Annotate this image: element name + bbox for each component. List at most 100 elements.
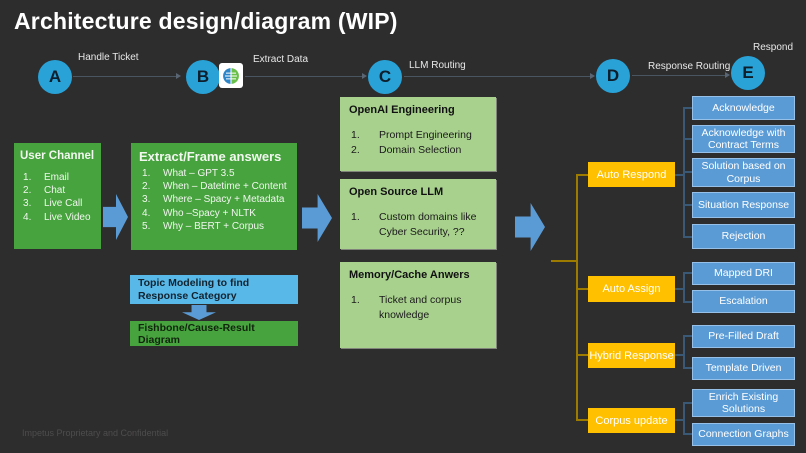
flow-node-d: D <box>596 59 630 93</box>
arrowhead-icon <box>362 73 367 79</box>
output-bracket-line <box>683 402 685 435</box>
flow-node-c-letter: C <box>378 67 392 86</box>
output-box-prefilled-draft: Pre-Filled Draft <box>692 325 795 348</box>
fishbone-box: Fishbone/Cause-Result Diagram <box>130 321 298 346</box>
output-label: Acknowledge <box>712 101 775 114</box>
hybrid-response-box: Hybrid Response <box>588 343 675 368</box>
memory-cache-item: Ticket and corpus knowledge <box>351 293 462 322</box>
flow-node-e: E <box>731 56 765 90</box>
arrow-right-icon <box>302 194 332 242</box>
openai-engineering-item: Domain Selection <box>351 143 462 158</box>
flow-node-b-letter: B <box>196 67 210 86</box>
output-label: Pre-Filled Draft <box>708 330 779 343</box>
output-box-acknowledge: Acknowledge <box>692 96 795 120</box>
output-box-escalation: Escalation <box>692 290 795 313</box>
nlp-brain-icon <box>219 63 243 88</box>
flow-connector-c-d <box>404 76 592 77</box>
flow-node-a: A <box>38 60 72 94</box>
memory-cache-title: Memory/Cache Anwers <box>349 269 470 281</box>
extract-frame-item: What – GPT 3.5 <box>142 167 235 180</box>
output-label: Acknowledge with Contract Terms <box>701 126 786 151</box>
extract-frame-item: When – Datetime + Content <box>142 180 287 193</box>
output-bracket-line <box>675 174 684 176</box>
user-channel-item: Chat <box>23 184 66 197</box>
open-source-llm-item: Custom domains like Cyber Security, ?? <box>351 210 477 239</box>
flow-connector-d-e <box>632 75 727 76</box>
output-bracket-line <box>683 272 685 303</box>
flow-connector-b-c <box>245 76 364 77</box>
output-bracket-line <box>683 272 692 274</box>
confidentiality-footer: Impetus Proprietary and Confidential <box>22 428 169 438</box>
output-label: Connection Graphs <box>698 428 789 441</box>
output-bracket-line <box>683 367 692 369</box>
output-box-solution-corpus: Solution based on Corpus <box>692 158 795 187</box>
openai-engineering-title: OpenAI Engineering <box>349 104 455 116</box>
output-box-template-driven: Template Driven <box>692 357 795 380</box>
output-label: Mapped DRI <box>714 267 773 280</box>
user-channel-item: Live Video <box>23 211 91 224</box>
arrow-down-icon <box>182 305 216 320</box>
flow-node-e-letter: E <box>742 63 754 82</box>
user-channel-box: User Channel Email Chat Live Call Live V… <box>14 143 101 249</box>
output-box-mapped-dri: Mapped DRI <box>692 262 795 285</box>
arrow-right-icon <box>103 194 128 240</box>
flow-label-respond: Respond <box>753 42 794 53</box>
auto-assign-label: Auto Assign <box>602 283 661 295</box>
routing-tree-feeder-line <box>551 260 578 262</box>
corpus-update-box: Corpus update <box>588 408 675 433</box>
output-bracket-line <box>683 171 692 173</box>
routing-tree-trunk-line <box>576 174 578 421</box>
user-channel-item: Live Call <box>23 197 83 210</box>
output-label: Enrich Existing Solutions <box>708 390 779 415</box>
open-source-llm-title: Open Source LLM <box>349 186 444 198</box>
openai-engineering-box: OpenAI Engineering Prompt Engineering Do… <box>340 97 496 171</box>
output-bracket-line <box>683 301 692 303</box>
arrow-right-icon <box>515 203 545 251</box>
output-bracket-line <box>683 433 692 435</box>
arrowhead-icon <box>590 73 595 79</box>
output-label: Situation Response <box>697 198 790 211</box>
output-box-connection-graphs: Connection Graphs <box>692 423 795 446</box>
hybrid-response-label: Hybrid Response <box>589 349 674 362</box>
arrowhead-icon <box>176 73 181 79</box>
extract-frame-item: Why – BERT + Corpus <box>142 220 265 233</box>
routing-tree-branch-line <box>576 419 588 421</box>
routing-tree-branch-line <box>576 288 588 290</box>
flow-label-llm-routing: LLM Routing <box>409 60 466 71</box>
output-bracket-line <box>683 335 692 337</box>
topic-modeling-box: Topic Modeling to find Response Category <box>130 275 298 304</box>
auto-assign-box: Auto Assign <box>588 276 675 302</box>
output-label: Rejection <box>721 230 766 243</box>
output-box-rejection: Rejection <box>692 224 795 249</box>
output-box-situation-response: Situation Response <box>692 192 795 218</box>
output-label: Solution based on Corpus <box>701 160 786 185</box>
topic-modeling-label: Topic Modeling to find Response Category <box>138 276 250 302</box>
output-bracket-line <box>683 204 692 206</box>
memory-cache-box: Memory/Cache Anwers Ticket and corpus kn… <box>340 262 496 348</box>
output-box-acknowledge-contract: Acknowledge with Contract Terms <box>692 125 795 153</box>
flow-connector-a-b <box>73 76 177 77</box>
output-bracket-line <box>675 354 684 356</box>
user-channel-title: User Channel <box>20 150 95 162</box>
flow-label-handle-ticket: Handle Ticket <box>78 52 139 63</box>
corpus-update-label: Corpus update <box>595 414 668 427</box>
output-bracket-line <box>675 288 684 290</box>
output-bracket-line <box>683 107 692 109</box>
flow-label-response-routing: Response Routing <box>648 61 731 72</box>
output-box-enrich-solutions: Enrich Existing Solutions <box>692 389 795 417</box>
page-title: Architecture design/diagram (WIP) <box>14 8 398 34</box>
extract-frame-item: Who –Spacy + NLTK <box>142 207 256 220</box>
flow-node-c: C <box>368 60 402 94</box>
flow-node-d-letter: D <box>606 66 620 85</box>
auto-respond-label: Auto Respond <box>596 168 667 181</box>
output-bracket-line <box>675 419 684 421</box>
output-label: Escalation <box>719 295 768 308</box>
extract-frame-title: Extract/Frame answers <box>139 149 282 164</box>
openai-engineering-item: Prompt Engineering <box>351 128 472 143</box>
routing-tree-branch-line <box>576 354 588 356</box>
output-bracket-line <box>683 335 685 369</box>
flow-label-extract-data: Extract Data <box>253 54 309 65</box>
output-bracket-line <box>683 402 692 404</box>
flow-node-a-letter: A <box>48 67 62 86</box>
